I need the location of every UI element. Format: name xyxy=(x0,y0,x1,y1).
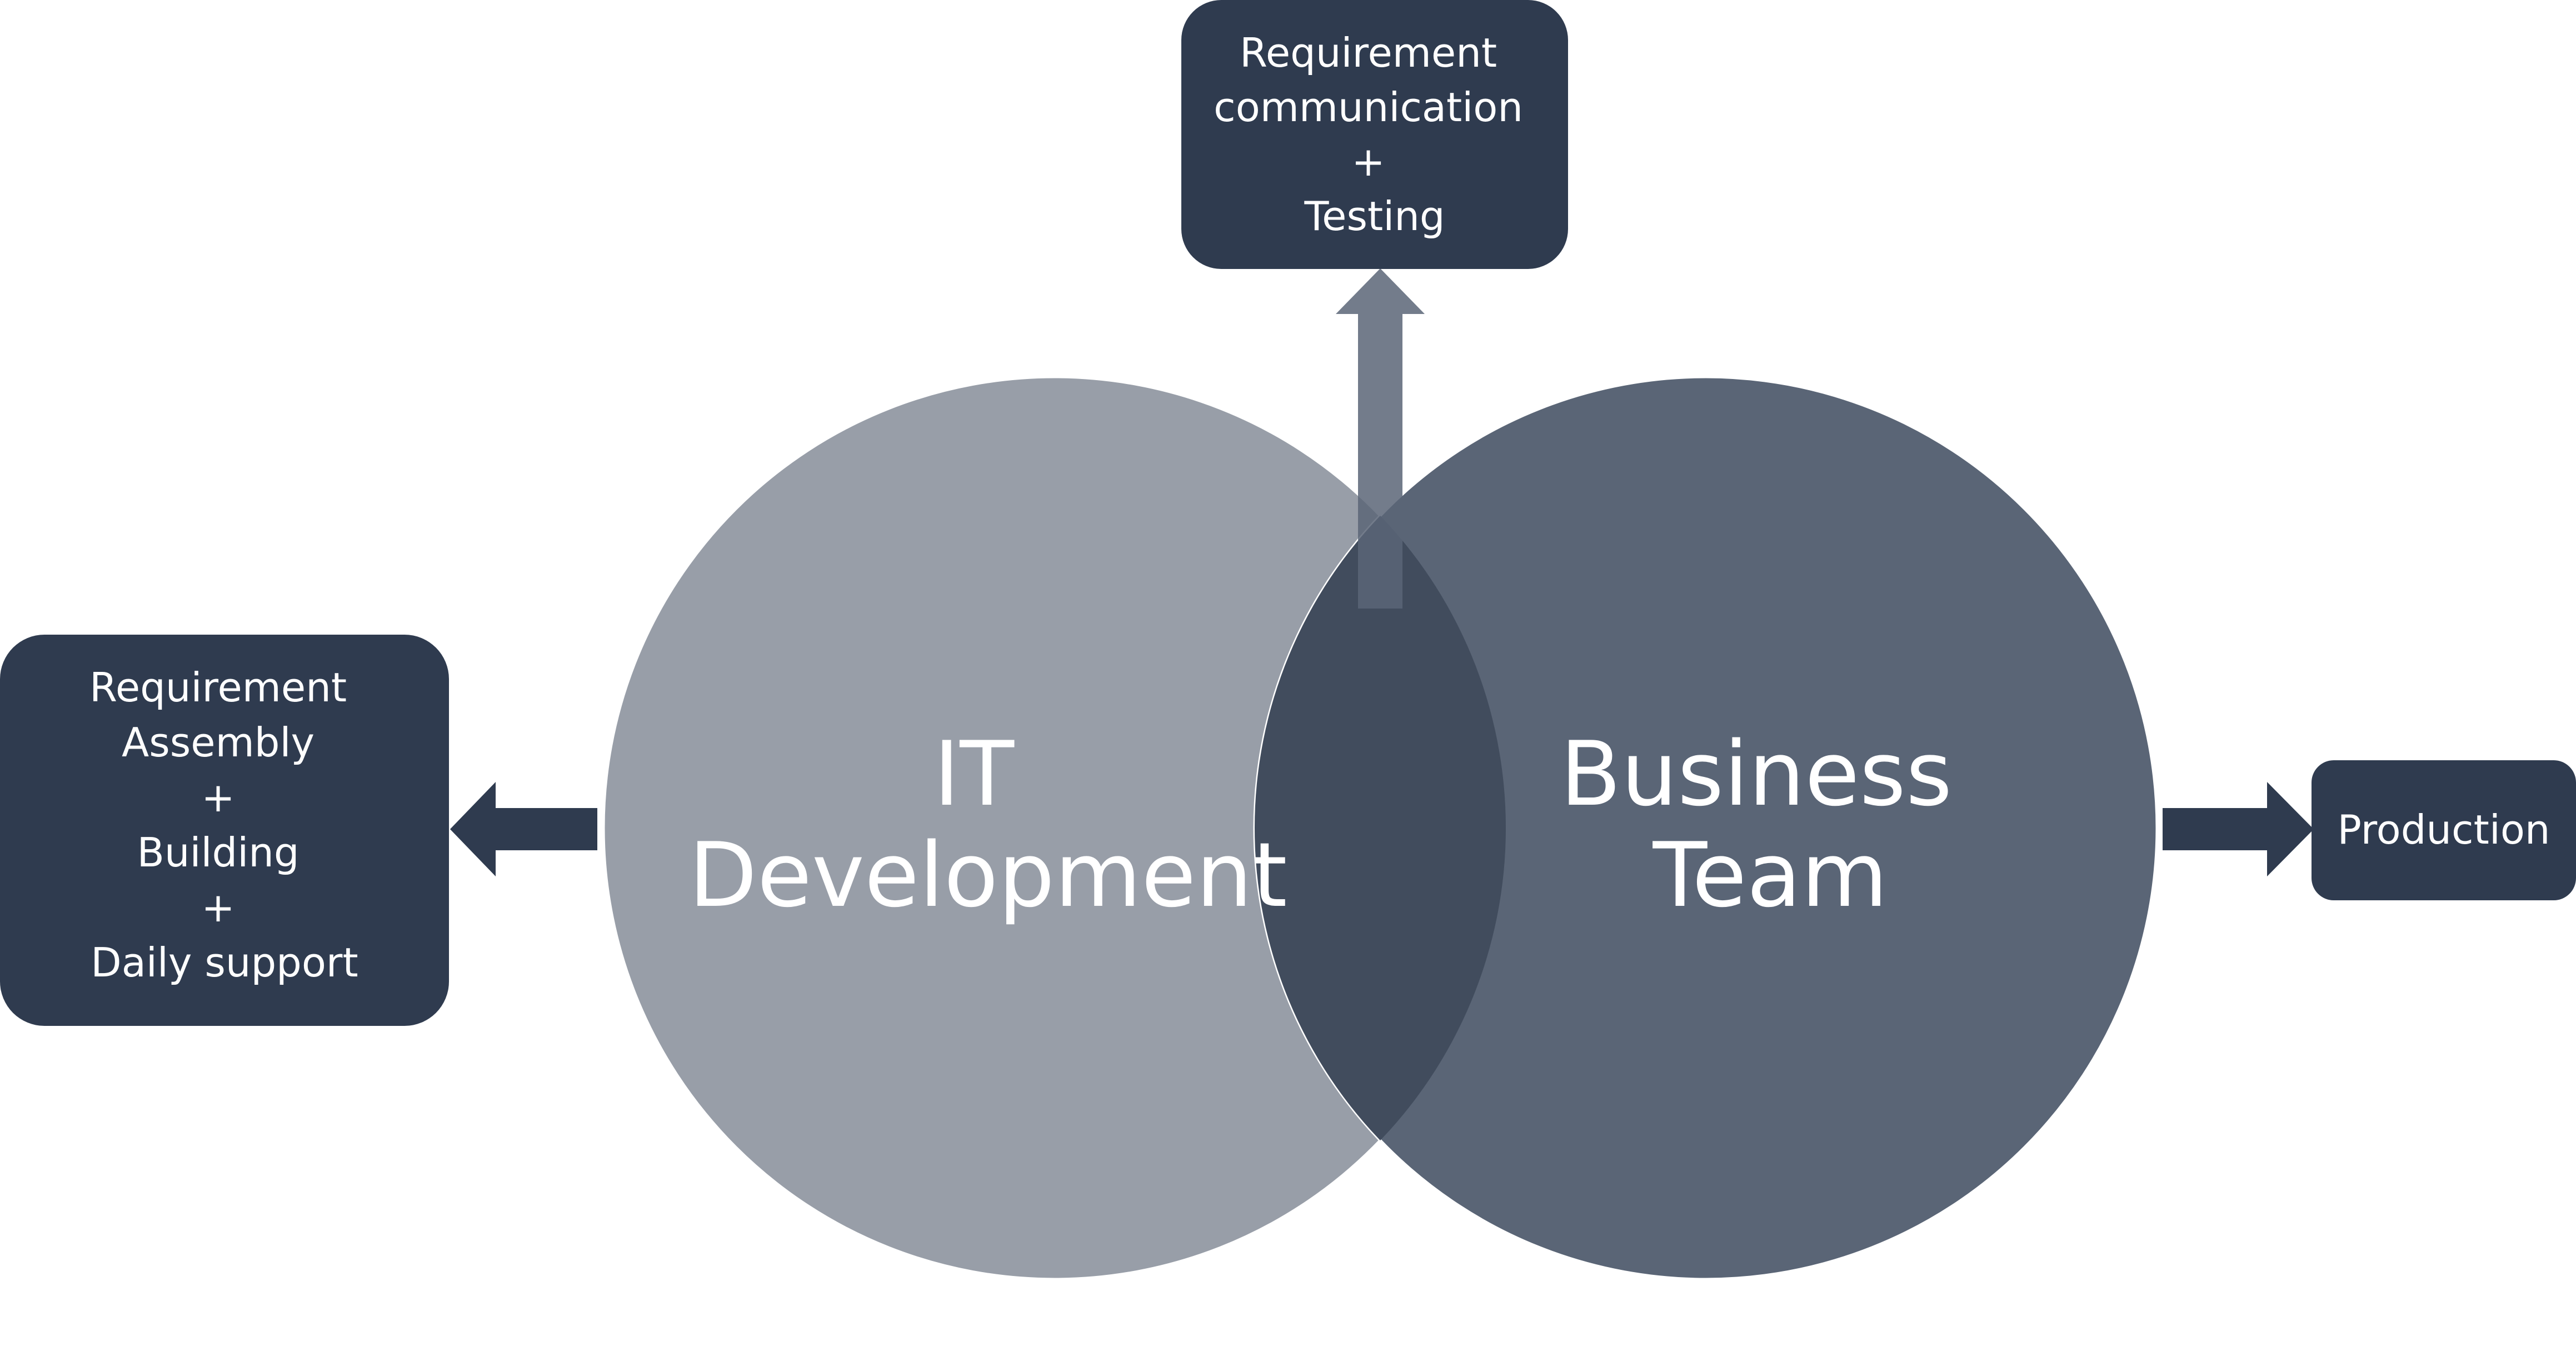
label-business-team: Business Team xyxy=(1560,722,1980,927)
box-requirement-communication-testing xyxy=(1181,0,1568,269)
box-line: Production xyxy=(2337,806,2550,853)
box-line: + xyxy=(1351,138,1385,185)
box-requirement-assembly-building-support xyxy=(0,635,449,1026)
arrow-right xyxy=(2163,782,2314,876)
box-production xyxy=(2312,760,2576,900)
box-left-text: Requirement Assembly + Building + Daily … xyxy=(89,664,360,986)
box-line: + xyxy=(201,884,234,931)
box-line: Requirement xyxy=(1240,29,1497,76)
box-line: Building xyxy=(137,829,299,876)
label-line: Team xyxy=(1653,823,1888,927)
label-line: IT xyxy=(933,722,1015,826)
arrow-left xyxy=(450,782,597,876)
box-top-text: Requirement communication + Testing xyxy=(1214,29,1536,240)
box-line: communication xyxy=(1214,84,1523,131)
box-line: Daily support xyxy=(91,939,358,986)
label-it-development: IT Development xyxy=(688,722,1287,927)
label-line: Development xyxy=(688,823,1287,927)
box-line: + xyxy=(201,774,234,821)
arrow-up xyxy=(1336,268,1425,609)
box-right-text: Production xyxy=(2337,806,2550,853)
box-line: Testing xyxy=(1304,193,1445,240)
box-line: Assembly xyxy=(122,719,314,766)
label-line: Business xyxy=(1560,722,1953,826)
box-line: Requirement xyxy=(89,664,347,711)
